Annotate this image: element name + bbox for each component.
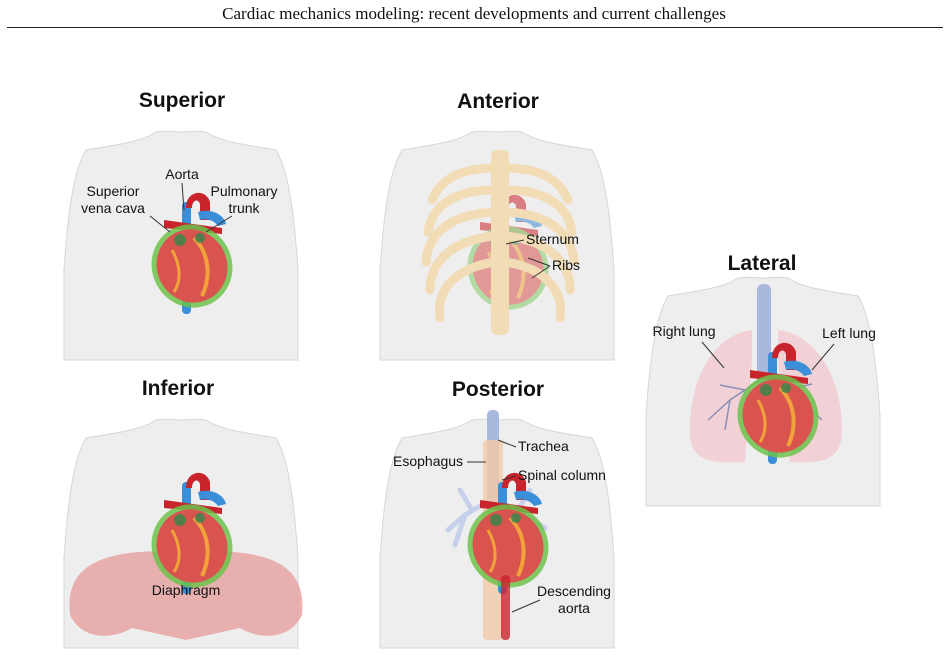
title-anterior: Anterior <box>457 90 539 113</box>
title-posterior: Posterior <box>452 378 544 401</box>
label-spinal-column: Spinal column <box>518 467 606 483</box>
descending-aorta <box>501 575 510 640</box>
label-pulmonary-trunk-2: trunk <box>228 200 260 216</box>
label-superior-vena-cava-2: vena cava <box>81 200 145 216</box>
label-right-lung: Right lung <box>652 323 715 339</box>
label-pulmonary-trunk-1: Pulmonary <box>211 183 278 199</box>
panel-posterior: Posterior Trachea Esophagus Spinal colum… <box>380 378 614 648</box>
label-trachea: Trachea <box>518 438 569 454</box>
label-superior-vena-cava-1: Superior <box>87 183 140 199</box>
sternum <box>491 150 509 335</box>
label-esophagus: Esophagus <box>393 453 463 469</box>
label-diaphragm: Diaphragm <box>152 582 220 598</box>
panel-inferior: Inferior Diaphragm <box>64 377 303 648</box>
label-descending-aorta-1: Descending <box>537 583 611 599</box>
panel-lateral: Lateral Right lung Left lung <box>646 252 880 506</box>
title-lateral: Lateral <box>728 252 797 275</box>
label-aorta: Aorta <box>165 166 199 182</box>
label-descending-aorta-2: aorta <box>558 600 590 616</box>
title-inferior: Inferior <box>142 377 214 400</box>
label-ribs: Ribs <box>552 257 580 273</box>
panel-anterior: Anterior Sternum Ribs <box>380 90 614 360</box>
title-superior: Superior <box>139 89 225 112</box>
label-sternum: Sternum <box>526 231 579 247</box>
panel-superior: Superior Aorta Superior vena cava Pulmon… <box>64 89 298 360</box>
label-left-lung: Left lung <box>822 325 876 341</box>
